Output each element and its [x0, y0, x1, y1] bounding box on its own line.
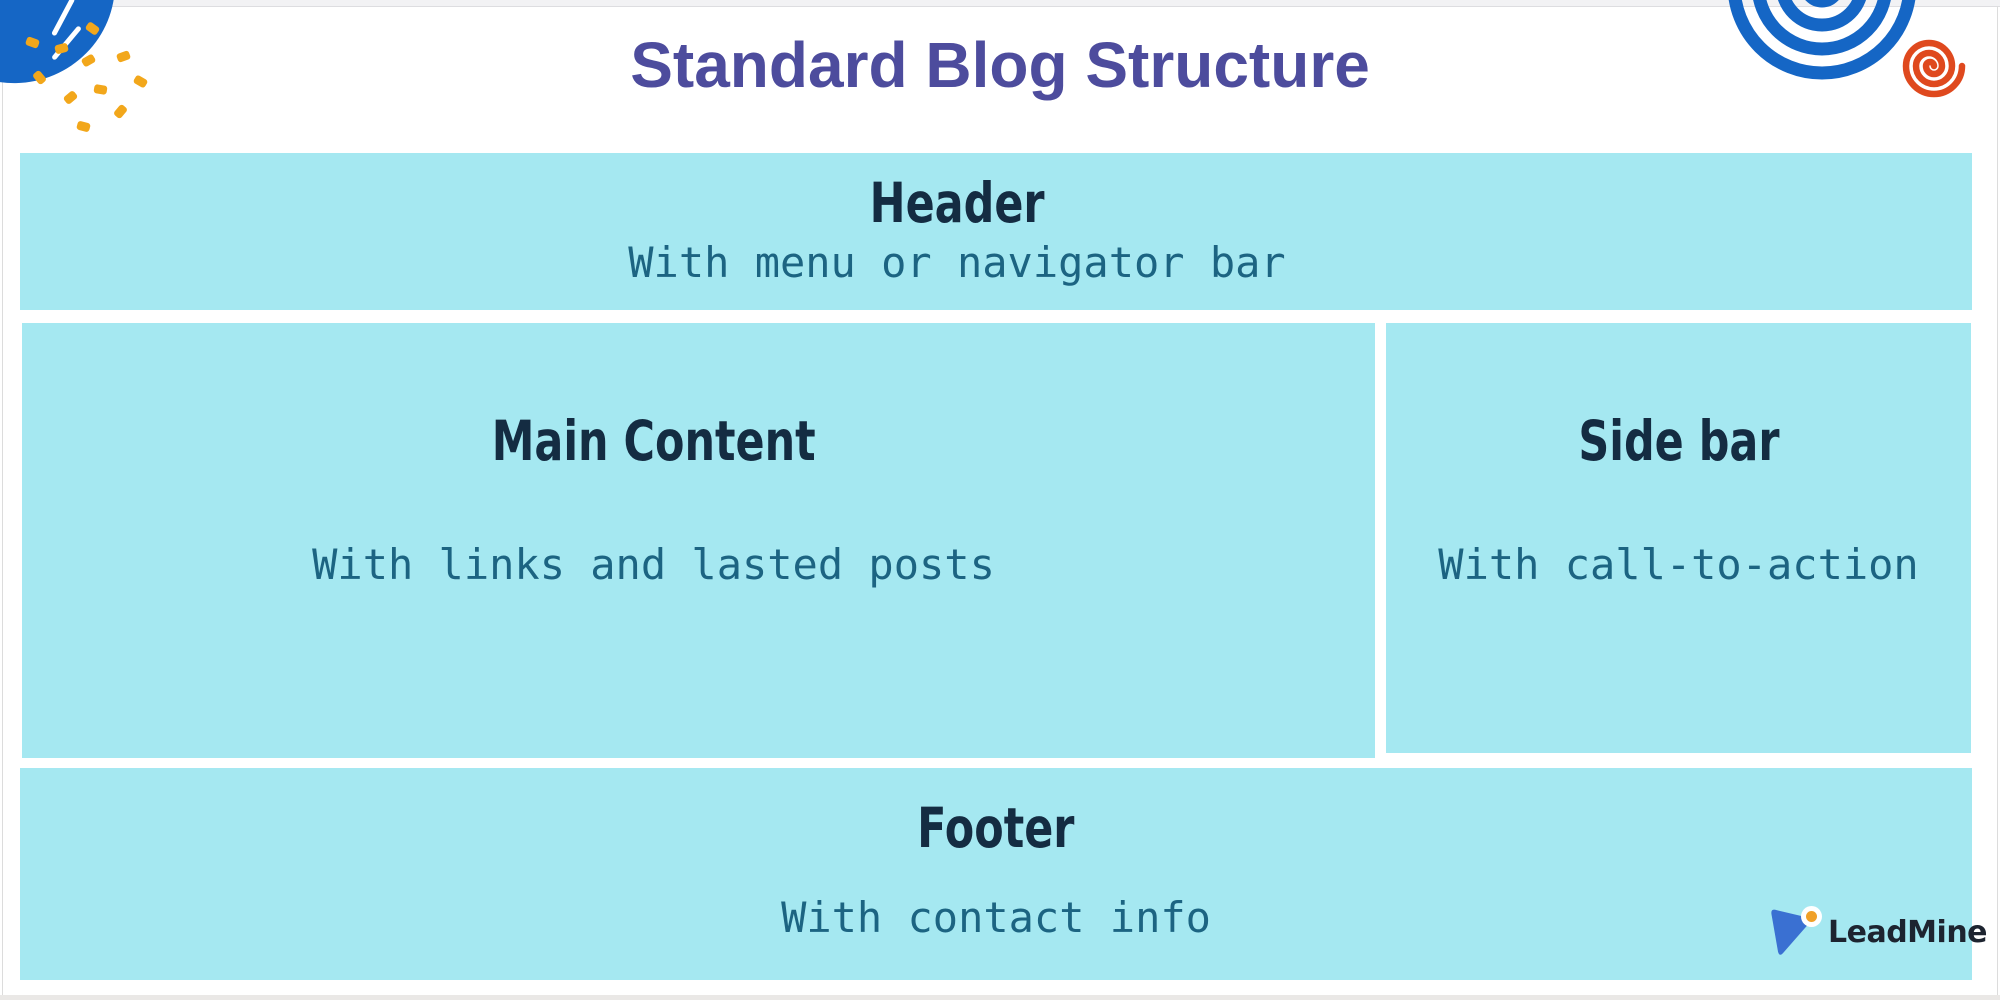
- main-content-box-subtitle: With links and lasted posts: [312, 540, 995, 589]
- left-edge-line: [2, 6, 3, 995]
- footer-box-title: Footer: [917, 796, 1075, 860]
- footer-box: Footer With contact info: [20, 768, 1972, 980]
- header-box-title: Header: [869, 171, 1045, 235]
- sidebar-box-title: Side bar: [1577, 409, 1780, 473]
- footer-box-subtitle: With contact info: [781, 893, 1211, 942]
- leadmine-logo-text: LeadMine: [1828, 915, 1988, 950]
- confetti-piece: [76, 120, 91, 133]
- header-box-subtitle: With menu or navigator bar: [628, 238, 1286, 287]
- red-spiral-icon: [1902, 39, 1966, 98]
- page-title: Standard Blog Structure: [630, 29, 1370, 101]
- sidebar-box: Side bar With call-to-action: [1386, 323, 1971, 753]
- top-edge-strip: [0, 0, 2000, 7]
- leadmine-logo: LeadMine: [1768, 903, 1988, 963]
- sidebar-box-subtitle: With call-to-action: [1438, 540, 1919, 589]
- leadmine-dot-center: [1806, 911, 1817, 922]
- confetti-piece: [112, 103, 129, 120]
- main-content-box: Main Content With links and lasted posts: [22, 323, 1375, 758]
- leadmine-dot-icon: [1801, 906, 1822, 927]
- bottom-edge-strip: [0, 995, 2000, 1000]
- main-content-box-title: Main Content: [491, 409, 816, 473]
- header-box: Header With menu or navigator bar: [20, 153, 1972, 310]
- right-edge-line: [1997, 6, 1998, 995]
